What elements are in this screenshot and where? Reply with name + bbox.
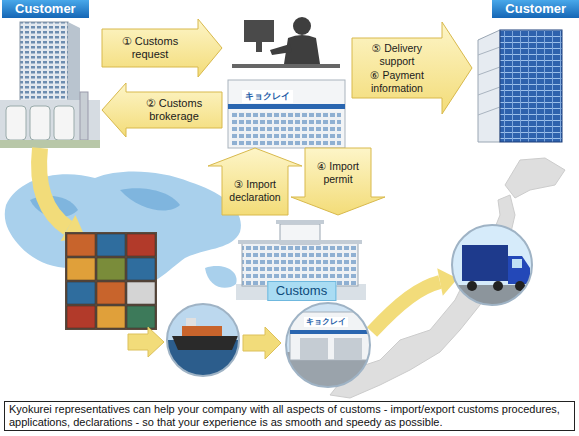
container-photo [65,232,157,330]
truck-photo [450,224,535,309]
japan-map [505,158,565,198]
truck-photo [450,224,535,310]
customer-label: Customer [2,0,89,18]
truck-photo [462,245,508,281]
customer-building-illustration [478,30,562,142]
warehouse-photo [300,338,328,360]
office-illustration [256,42,262,52]
container-photo [97,282,125,304]
customer-building-illustration [0,22,100,148]
truck-photo [493,281,503,291]
customer-building-illustration [20,22,68,104]
ship-photo [172,336,238,350]
step-label: ⑥ Payment information [356,69,438,94]
customer-node: Customer [472,0,579,145]
customer-label: Customer [492,0,579,18]
warehouse-photo [284,300,374,392]
office-node: キョクレイ [222,8,352,148]
ship-photo [160,300,250,380]
office-illustration [228,80,345,148]
customer-building-illustration [80,92,88,140]
office-illustration [232,112,341,146]
world-map [205,266,237,288]
container-photo [67,306,95,328]
warehouse-photo [290,330,374,334]
office-illustration [244,20,274,42]
office-illustration [228,104,345,109]
container-photo [127,234,155,256]
ship-photo [167,304,239,376]
ship-photo [186,318,196,326]
customer-building-illustration [478,30,500,142]
ship-photo [160,300,250,380]
step-label: ⑤ Delivery support [356,42,438,67]
container-photo [127,306,155,328]
shipping-arrow [243,327,281,359]
office-illustration [228,17,345,148]
container-photo [65,232,157,330]
flow-arrow [102,83,222,137]
shipping-arrow [39,148,85,241]
customer-building-illustration [68,22,80,104]
customer-building-illustration [6,106,26,140]
step-label: ④ Import permit [308,160,368,185]
container-photo [97,306,125,328]
customs-building-illustration [238,240,362,244]
container-photo [67,234,95,256]
customs-building-illustration [276,220,324,224]
warehouse-photo [284,300,374,392]
step-label: ③ Import declaration [225,178,285,203]
container-photo [127,282,155,304]
customer-node: Customer [2,0,102,150]
container-photo [67,282,95,304]
truck-photo [452,225,532,305]
customs-building-illustration [236,220,366,300]
world-map [120,188,180,210]
office-illustration [232,64,340,68]
flow-arrow [291,148,385,215]
company-sign: キョクレイ [304,317,348,327]
caption-text: Kyokurei representatives can help your c… [4,401,575,431]
customs-label: Customs [267,281,336,301]
shipping-arrow [372,282,440,332]
customer-building-illustration [500,30,562,142]
flow-arrow [352,22,472,114]
customer-building-illustration [54,106,74,140]
company-sign: キョクレイ [242,90,293,103]
customer-building-illustration [30,106,50,140]
truck-photo [450,224,535,310]
truck-photo [512,259,522,268]
truck-photo [467,281,477,291]
flow-arrow [102,19,222,77]
container-photo [127,258,155,280]
container-photo [97,234,125,256]
warehouse-photo [334,338,362,360]
step-label: ② Customs brokerage [130,97,218,123]
customer-building-illustration [478,47,500,115]
customs-node: Customs [228,215,375,307]
shipping-arrow [39,148,68,228]
container-photo [67,258,95,280]
flow-arrow [208,148,302,215]
office-illustration [293,17,311,35]
customer-building-illustration [0,140,100,148]
container-photo [97,258,125,280]
ship-photo [182,326,222,336]
truck-photo [508,256,530,284]
office-illustration [270,44,292,55]
step-label: ① Customs request [106,35,194,61]
customs-building-illustration [242,242,358,286]
warehouse-photo [286,303,370,387]
shipping-arrow [128,327,164,357]
